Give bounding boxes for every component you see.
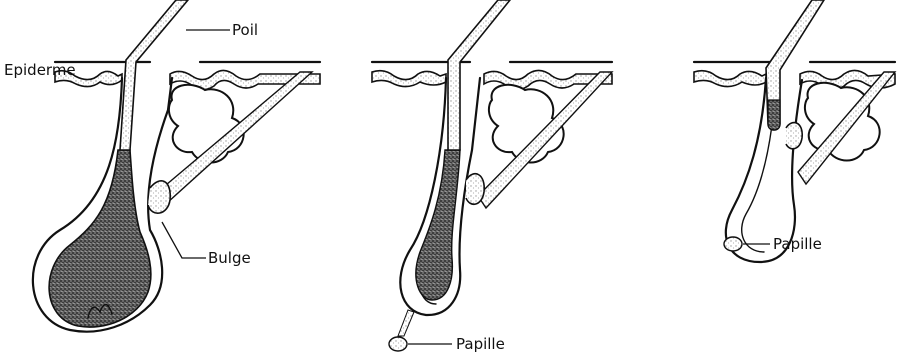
bulge-region bbox=[786, 123, 802, 149]
stage-catagen: Papille bbox=[372, 0, 612, 353]
stage-telogen: Papille bbox=[694, 0, 895, 262]
bulge-label: Bulge bbox=[208, 249, 251, 267]
epiderme-label: Epiderme bbox=[4, 61, 76, 79]
papilla-strand bbox=[398, 310, 414, 336]
bulge-region bbox=[148, 181, 170, 213]
bulge-leader-line bbox=[162, 222, 206, 258]
epidermis-layer bbox=[372, 62, 612, 90]
hair-bulb bbox=[49, 150, 151, 327]
papille-label-stage2: Papille bbox=[456, 335, 505, 353]
papille-label-stage3: Papille bbox=[773, 235, 822, 253]
epidermis-layer bbox=[694, 62, 895, 90]
poil-label: Poil bbox=[232, 21, 258, 39]
papilla-stage2 bbox=[389, 337, 407, 351]
stage-anagen: Poil Epiderme Bulge bbox=[4, 0, 320, 332]
papilla-stage3 bbox=[724, 237, 742, 251]
bulge-region bbox=[466, 174, 484, 204]
